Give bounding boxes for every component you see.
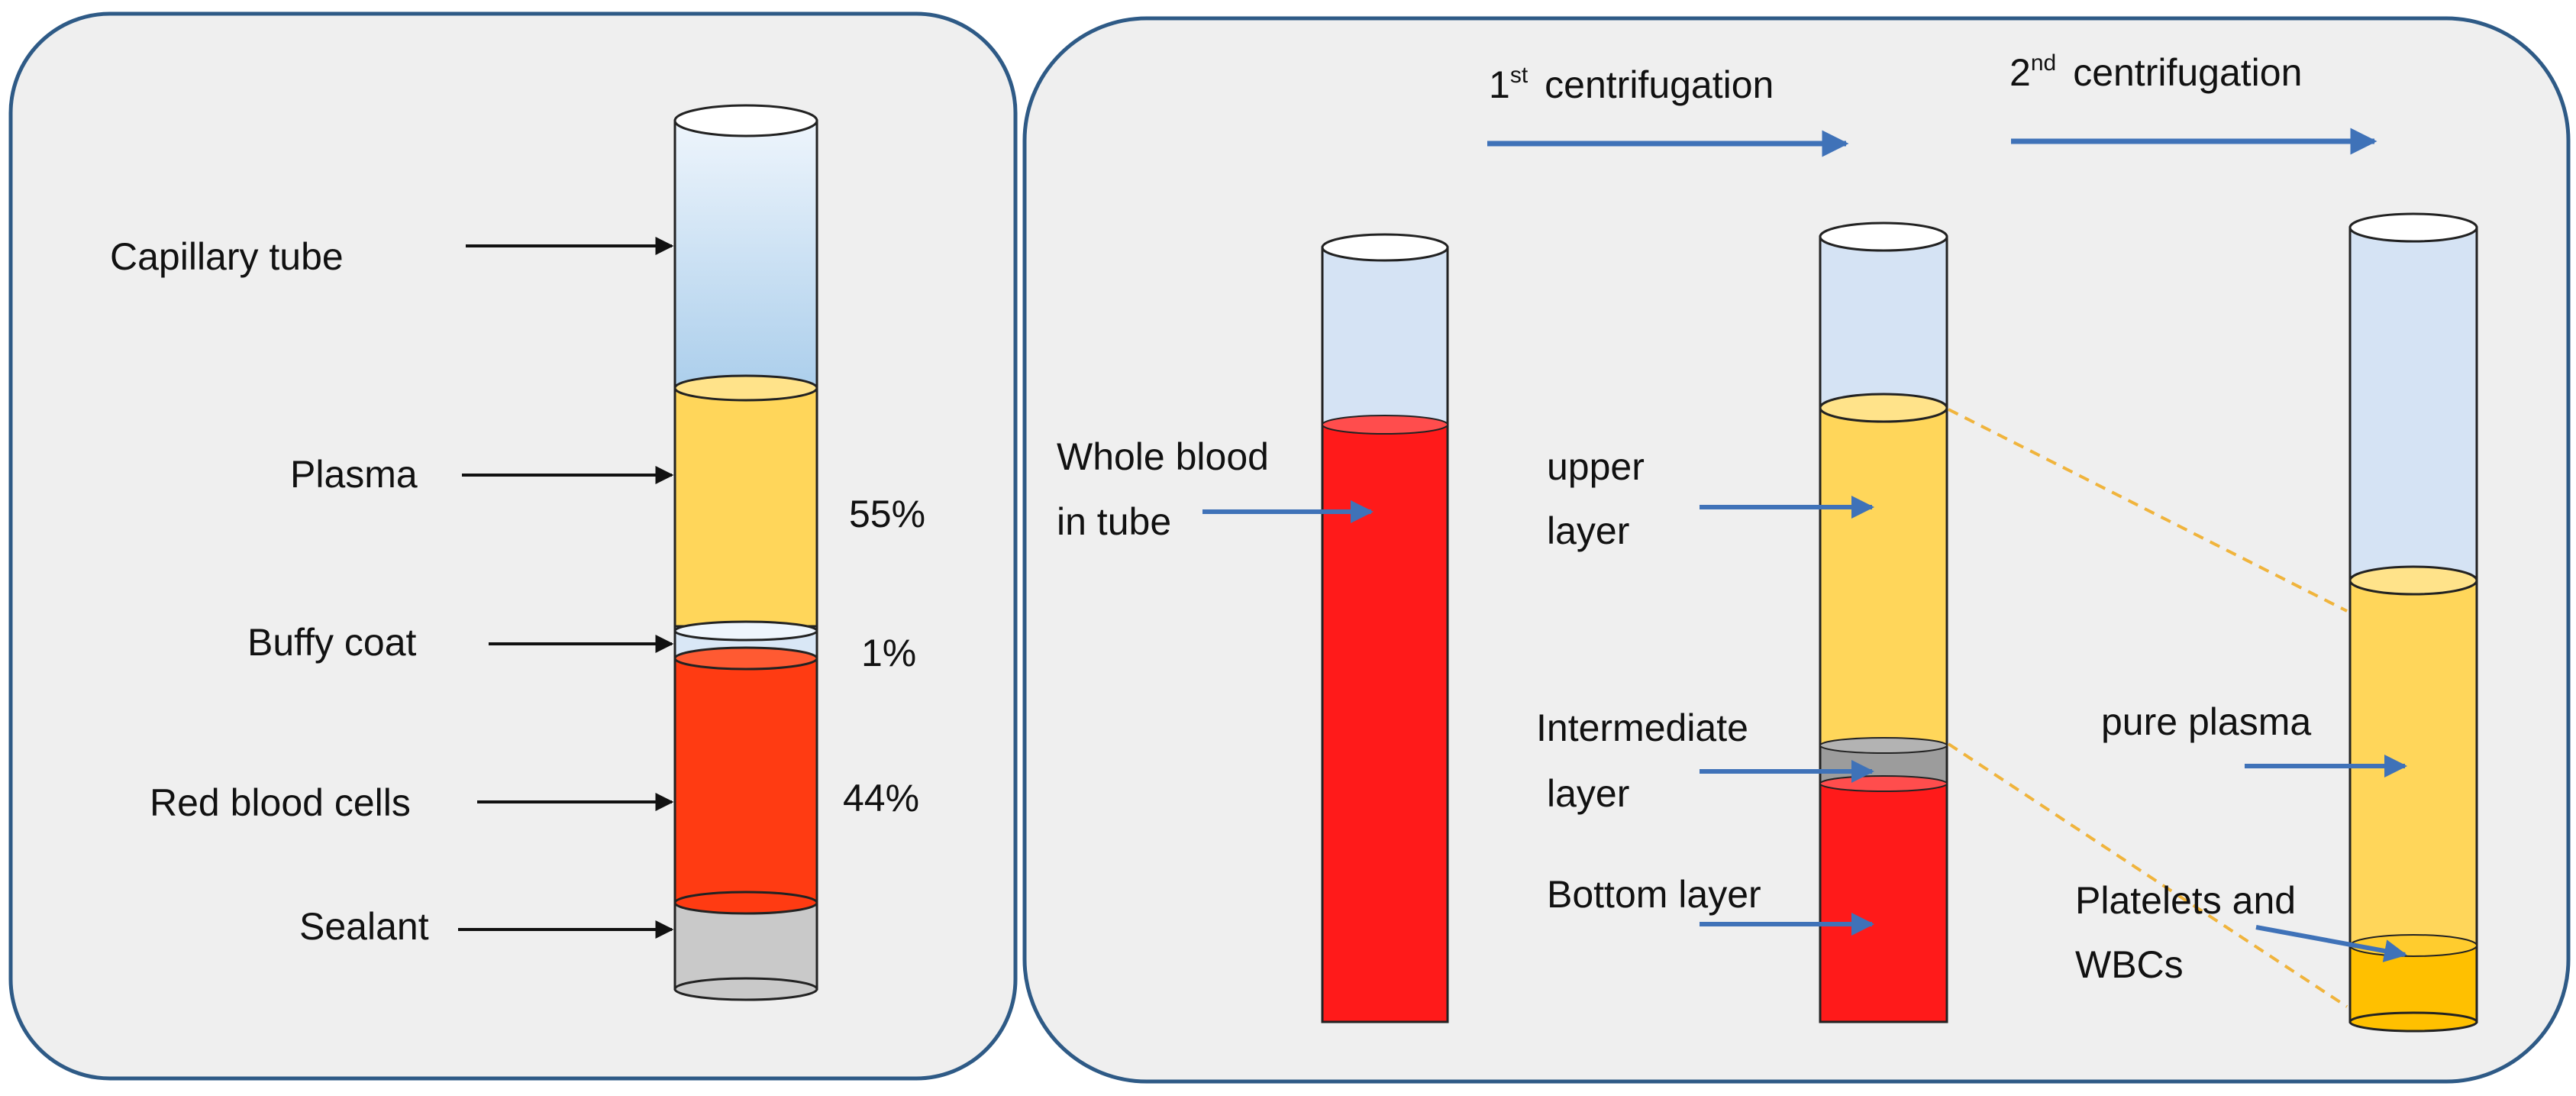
step2-label: centrifugation	[2073, 51, 2302, 94]
plasma-percentage: 55%	[849, 493, 925, 535]
dashed-connector-lower	[1947, 742, 2348, 1008]
dashed-connector-upper	[1948, 408, 2348, 613]
step1-number: 1	[1489, 63, 1510, 106]
first-centrifugation-tube	[1819, 221, 1948, 1023]
bottom-layer-label: Bottom layer	[1547, 873, 1761, 916]
sealant-label: Sealant	[299, 905, 429, 948]
capillary-sealant-layer	[673, 900, 818, 991]
step1-superscript: st	[1510, 63, 1528, 88]
capillary-rbc-layer	[673, 657, 818, 904]
platelets-wbcs-arrow	[2255, 925, 2407, 962]
whole-blood-label-line1: Whole blood	[1057, 435, 1269, 478]
second-centrifugation-header: 2nd centrifugation	[2009, 50, 2377, 155]
left-panel	[8, 11, 1018, 1081]
step2-superscript: nd	[2031, 50, 2056, 76]
pure-plasma-label: pure plasma	[2101, 700, 2311, 743]
buffy-coat-percentage: 1%	[861, 632, 916, 674]
first-centrifugation-header: 1st centrifugation	[1487, 63, 1849, 157]
capillary-tube-label: Capillary tube	[110, 235, 344, 278]
step1-label: centrifugation	[1545, 63, 1774, 106]
buffy-coat-label: Buffy coat	[247, 621, 417, 664]
rbc-percentage: 44%	[843, 777, 919, 820]
platelets-wbcs-label-line1: Platelets and	[2075, 879, 2296, 922]
intermediate-layer-label-line2: layer	[1547, 772, 1629, 815]
capillary-tube	[673, 104, 818, 1001]
plasma-label: Plasma	[290, 453, 418, 496]
whole-blood-tube	[1321, 233, 1449, 1023]
whole-blood-label-line2: in tube	[1057, 500, 1171, 543]
upper-layer-label-line2: layer	[1547, 509, 1629, 552]
platelets-wbcs-label-line2: WBCs	[2075, 943, 2184, 986]
upper-layer-label-line1: upper	[1547, 445, 1645, 488]
capillary-plasma-layer	[673, 386, 818, 628]
plasma-top-ellipse	[673, 374, 818, 402]
second-centrifugation-tube	[2348, 212, 2478, 1033]
red-blood-cells-label: Red blood cells	[150, 781, 411, 824]
intermediate-layer-label-line1: Intermediate	[1536, 706, 1748, 749]
step2-number: 2	[2009, 51, 2031, 94]
capillary-empty-section	[673, 119, 818, 400]
capillary-top-rim	[673, 104, 818, 137]
